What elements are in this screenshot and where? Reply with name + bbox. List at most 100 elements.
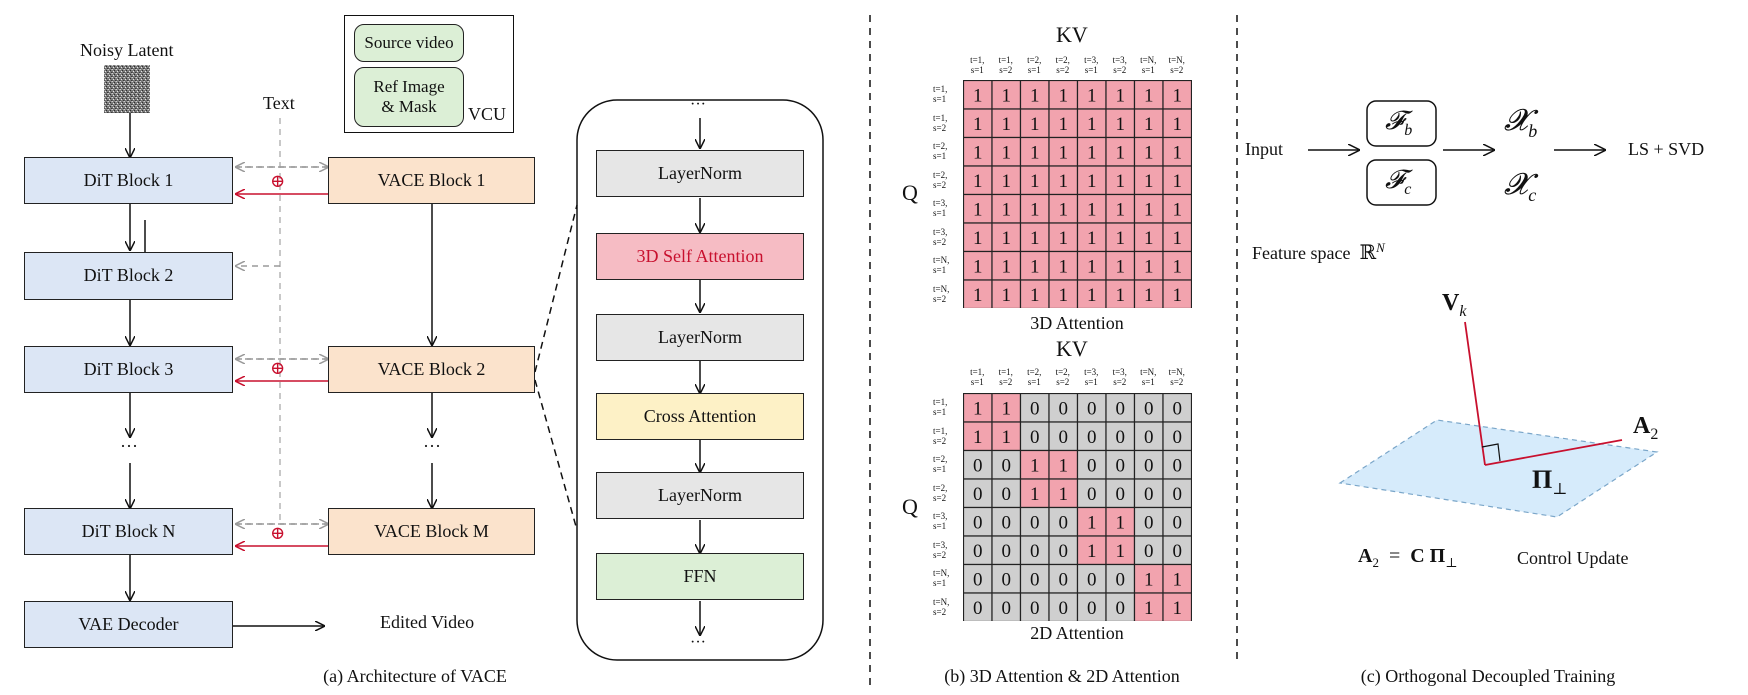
- matrix-cell: [1076, 108, 1107, 139]
- matrix-cell: [1133, 136, 1164, 167]
- matrix-cell-value: 1: [1059, 228, 1069, 249]
- matrix-cell: [963, 250, 993, 281]
- matrix-cell: [1048, 279, 1079, 308]
- matrix-cell: [1162, 165, 1192, 196]
- matrix-cell-value: 1: [1173, 171, 1183, 192]
- matrix-cell: [1162, 592, 1192, 621]
- matrix-cell-value: 0: [1144, 455, 1154, 476]
- matrix-cell-value: 0: [1087, 455, 1097, 476]
- matrix-cell: [1105, 279, 1136, 308]
- matrix-cell-value: 1: [973, 228, 983, 249]
- detail-ellipsis-top: ···: [690, 96, 706, 113]
- ffn: FFN: [596, 553, 804, 600]
- matrix-cell-value: 1: [1030, 285, 1040, 306]
- matrix-cell-value: 0: [1116, 427, 1126, 448]
- v-k-label: Vk: [1442, 290, 1466, 321]
- matrix-cell-value: 1: [973, 398, 983, 419]
- row-tick-label: t=2,s=2: [933, 482, 948, 503]
- matrix-cell: [1105, 449, 1136, 480]
- col-tick-label: t=3,s=1: [1084, 367, 1099, 387]
- col-tick-label: t=3,s=2: [1112, 55, 1127, 75]
- matrix-cell-value: 1: [1002, 256, 1012, 277]
- matrix-cell-value: 1: [1059, 484, 1069, 505]
- matrix-cell: [1162, 535, 1192, 566]
- feature-space-text: Feature space: [1252, 243, 1351, 263]
- matrix-cell-value: 1: [973, 285, 983, 306]
- col-tick-label: t=3,s=1: [1084, 55, 1099, 75]
- matrix-cell: [1133, 478, 1164, 509]
- row-tick-label: t=2,s=1: [933, 141, 948, 161]
- matrix-cell-value: 1: [1059, 285, 1069, 306]
- matrix-cell-value: 0: [973, 512, 983, 533]
- matrix-cell-value: 1: [1173, 569, 1183, 590]
- f-c-symbol: 𝓕c: [1385, 165, 1411, 199]
- matrix-cell-value: 0: [1059, 569, 1069, 590]
- f-b-main: 𝓕: [1385, 106, 1405, 135]
- matrix-cell: [1105, 222, 1136, 253]
- ffn-label: FFN: [683, 565, 717, 586]
- col-tick-label: t=N,s=2: [1168, 367, 1185, 387]
- col-tick-label: t=N,s=1: [1140, 367, 1157, 387]
- matrix-cell: [1048, 592, 1079, 621]
- matrix-cell: [991, 535, 1022, 566]
- matrix-cell-value: 1: [1059, 114, 1069, 135]
- matrix-cell-value: 0: [973, 569, 983, 590]
- matrix-cell-value: 1: [1116, 285, 1126, 306]
- matrix-cell: [1048, 136, 1079, 167]
- matrix-cell-value: 1: [973, 114, 983, 135]
- matrix-cell-value: 1: [1030, 228, 1040, 249]
- matrix-cell-value: 1: [1087, 114, 1097, 135]
- matrix-cell-value: 1: [973, 142, 983, 163]
- matrix-cell-value: 0: [1002, 512, 1012, 533]
- row-tick-label: t=N,s=2: [933, 283, 950, 304]
- matrix-cell: [963, 279, 993, 308]
- matrix-cell-value: 1: [1116, 114, 1126, 135]
- panel-a-connectors: [0, 99, 824, 661]
- matrix-cell: [1019, 506, 1050, 537]
- col-tick-label: t=N,s=1: [1140, 55, 1157, 75]
- matrix-cell: [1076, 506, 1107, 537]
- dit-block-1-label: DiT Block 1: [83, 169, 174, 190]
- f-b-symbol: 𝓕b: [1385, 106, 1412, 140]
- matrix-cell-value: 1: [1116, 256, 1126, 277]
- matrix-cell-value: 1: [1144, 85, 1154, 106]
- matrix-cell-value: 0: [1030, 512, 1040, 533]
- pi-perp-sub: ⊥: [1552, 481, 1568, 499]
- f-b-sub: b: [1404, 122, 1413, 140]
- matrix-cell: [1048, 250, 1079, 281]
- matrix-cell: [1048, 222, 1079, 253]
- q-label-2d: Q: [902, 494, 918, 519]
- self-attention-3d: 3D Self Attention: [596, 233, 804, 280]
- kv-label-3d: KV: [1056, 22, 1088, 47]
- matrix-cell: [1162, 222, 1192, 253]
- matrix-cell: [1162, 421, 1192, 452]
- col-tick-label: t=1,s=1: [970, 367, 985, 387]
- matrix-cell: [1105, 108, 1136, 139]
- matrix-cell-value: 0: [1116, 598, 1126, 619]
- matrix-cell-value: 1: [1087, 541, 1097, 562]
- input-label: Input: [1245, 139, 1283, 159]
- matrix-cell-value: 0: [973, 598, 983, 619]
- matrix-cell-value: 1: [973, 427, 983, 448]
- matrix-cell-value: 1: [973, 171, 983, 192]
- kv-label-2d: KV: [1056, 336, 1088, 361]
- matrix-cell-value: 0: [1173, 512, 1183, 533]
- matrix-cell: [1076, 563, 1107, 594]
- dit-block-2-label: DiT Block 2: [83, 265, 174, 286]
- matrix-cell: [1076, 279, 1107, 308]
- matrix-cell: [1162, 478, 1192, 509]
- matrix-cell-value: 0: [1059, 512, 1069, 533]
- row-tick-label: t=1,s=1: [933, 84, 948, 104]
- matrix-cell-value: 1: [1116, 142, 1126, 163]
- dit-block-n: DiT Block N: [24, 508, 233, 555]
- row-tick-label: t=1,s=2: [933, 425, 948, 446]
- matrix-cell-value: 1: [1059, 256, 1069, 277]
- matrix-cell: [1019, 478, 1050, 509]
- matrix-cell-value: 1: [1059, 199, 1069, 220]
- matrix-cell-value: 0: [1059, 598, 1069, 619]
- add-symbol-1: ⊕: [270, 171, 286, 191]
- matrix-cell: [1133, 535, 1164, 566]
- vae-decoder-label: VAE Decoder: [78, 613, 179, 634]
- matrix-cell-value: 1: [1030, 142, 1040, 163]
